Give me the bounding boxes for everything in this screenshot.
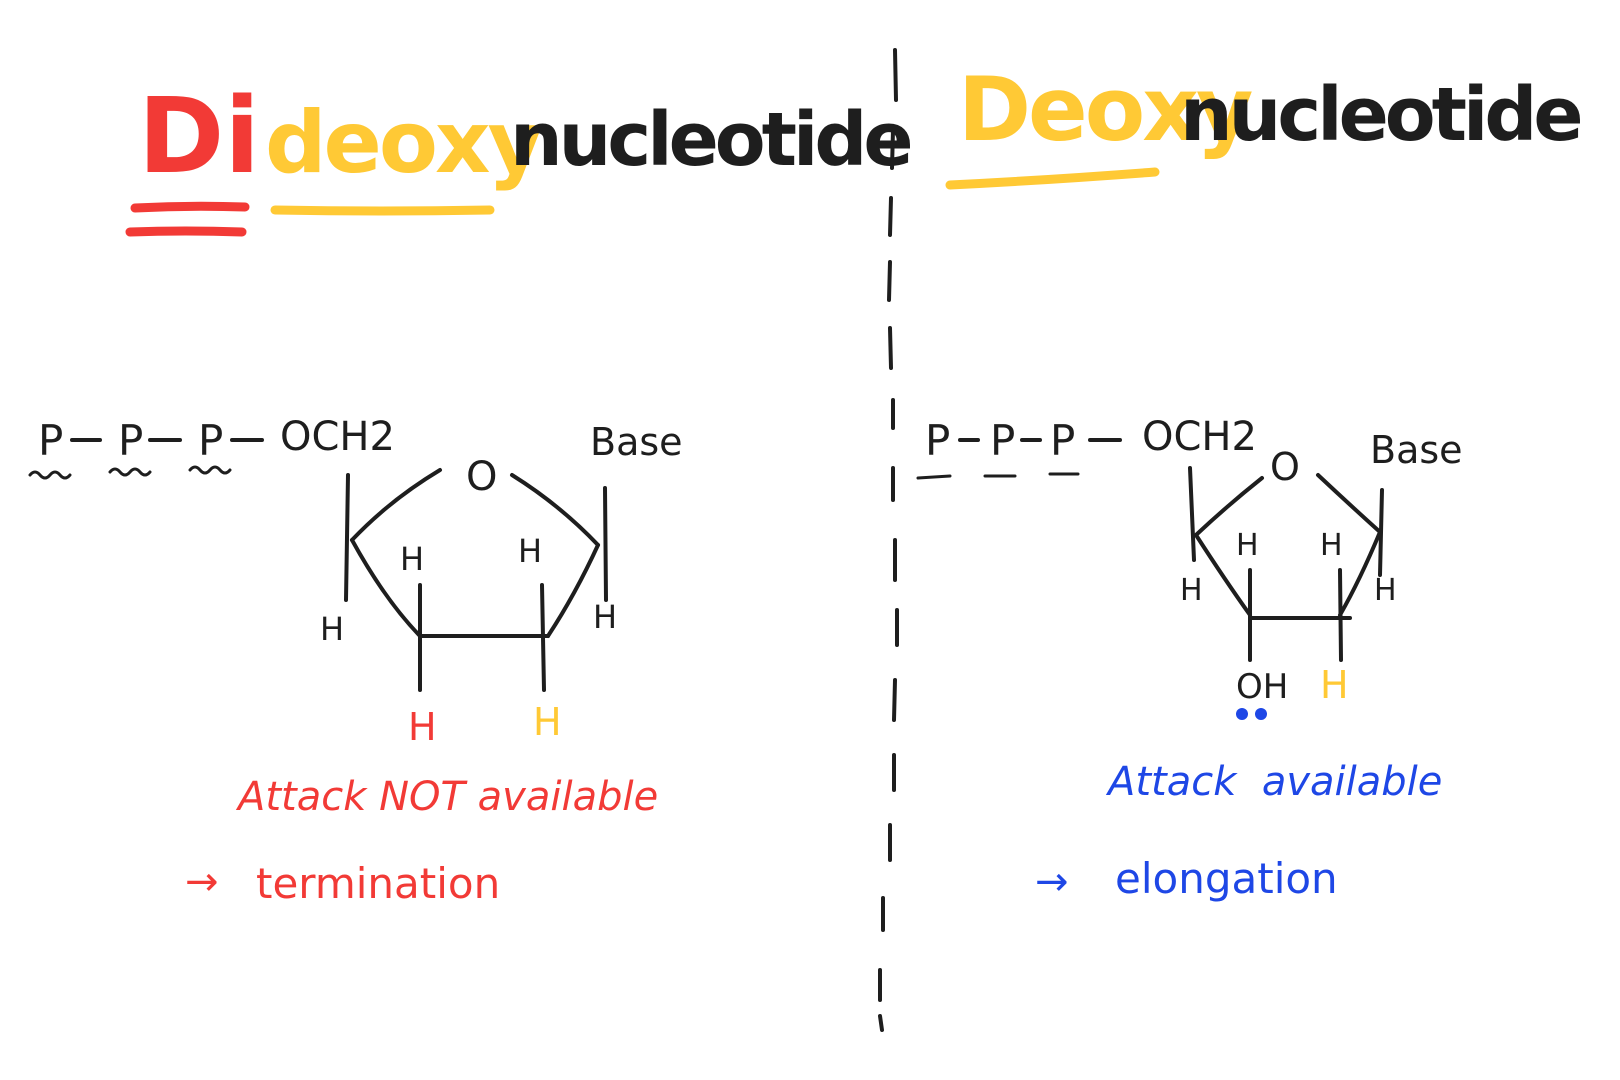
- left-title-suffix: nucleotide: [510, 97, 910, 183]
- left-panel: Di deoxy nucleotide P P P OCH2 O Base: [28, 75, 914, 908]
- right-panel: Deoxy nucleotide P P P OCH2 O Base: [916, 58, 1584, 905]
- left-di-double-underline-bottom: [125, 226, 247, 237]
- right-lone-pair-dots: [1236, 708, 1267, 720]
- left-ring-h-3: H: [320, 610, 344, 648]
- left-phosphate-2: P: [118, 416, 143, 465]
- left-title-middle: deoxy: [265, 93, 542, 193]
- right-title-middle: Deoxy: [958, 58, 1252, 161]
- left-bottom-h-yellow: H: [533, 700, 562, 744]
- left-base-label: Base: [590, 420, 683, 464]
- center-divider: [878, 48, 899, 1032]
- left-result: termination: [256, 859, 500, 908]
- right-title-suffix: nucleotide: [1180, 72, 1580, 158]
- right-ring-h-2: H: [1320, 528, 1343, 563]
- left-ring-h-2: H: [518, 532, 542, 570]
- left-ring-oxygen: O: [466, 454, 497, 500]
- right-attack-message: Attack available: [1105, 759, 1442, 805]
- right-phosphate-2: P: [990, 416, 1015, 465]
- left-di-double-underline-top: [130, 201, 250, 213]
- right-bottom-h-yellow: H: [1320, 663, 1349, 707]
- right-ring-oxygen: O: [1270, 445, 1300, 489]
- left-phosphate-squiggles: [28, 465, 232, 480]
- left-title-prefix: Di: [138, 75, 260, 197]
- right-linker-och2: OCH2: [1142, 414, 1257, 460]
- right-arrow: →: [1035, 859, 1069, 905]
- right-ring-h-4: H: [1374, 573, 1397, 608]
- left-linker-och2: OCH2: [280, 414, 395, 460]
- right-ring-h-1: H: [1236, 528, 1259, 563]
- right-phosphate-1: P: [925, 416, 950, 465]
- left-bottom-h-red: H: [408, 705, 437, 749]
- left-ring-h-1: H: [400, 540, 424, 578]
- left-deoxy-underline: [270, 205, 495, 216]
- left-ring-h-4: H: [593, 598, 617, 636]
- right-phosphate-3: P: [1050, 416, 1075, 465]
- right-phosphate-dashes: [916, 472, 1080, 480]
- right-result: elongation: [1115, 854, 1338, 903]
- left-phosphate-3: P: [198, 416, 223, 465]
- right-ring-bonds: [1188, 466, 1384, 662]
- left-ring-bonds: [344, 468, 608, 692]
- left-attack-message: Attack NOT available: [235, 774, 658, 820]
- right-base-label: Base: [1370, 428, 1463, 472]
- left-arrow: →: [185, 859, 219, 905]
- right-bottom-oh: OH: [1236, 667, 1288, 707]
- right-deoxy-underline: [945, 167, 1160, 190]
- right-ring-h-3: H: [1180, 573, 1203, 608]
- left-phosphate-1: P: [38, 416, 63, 465]
